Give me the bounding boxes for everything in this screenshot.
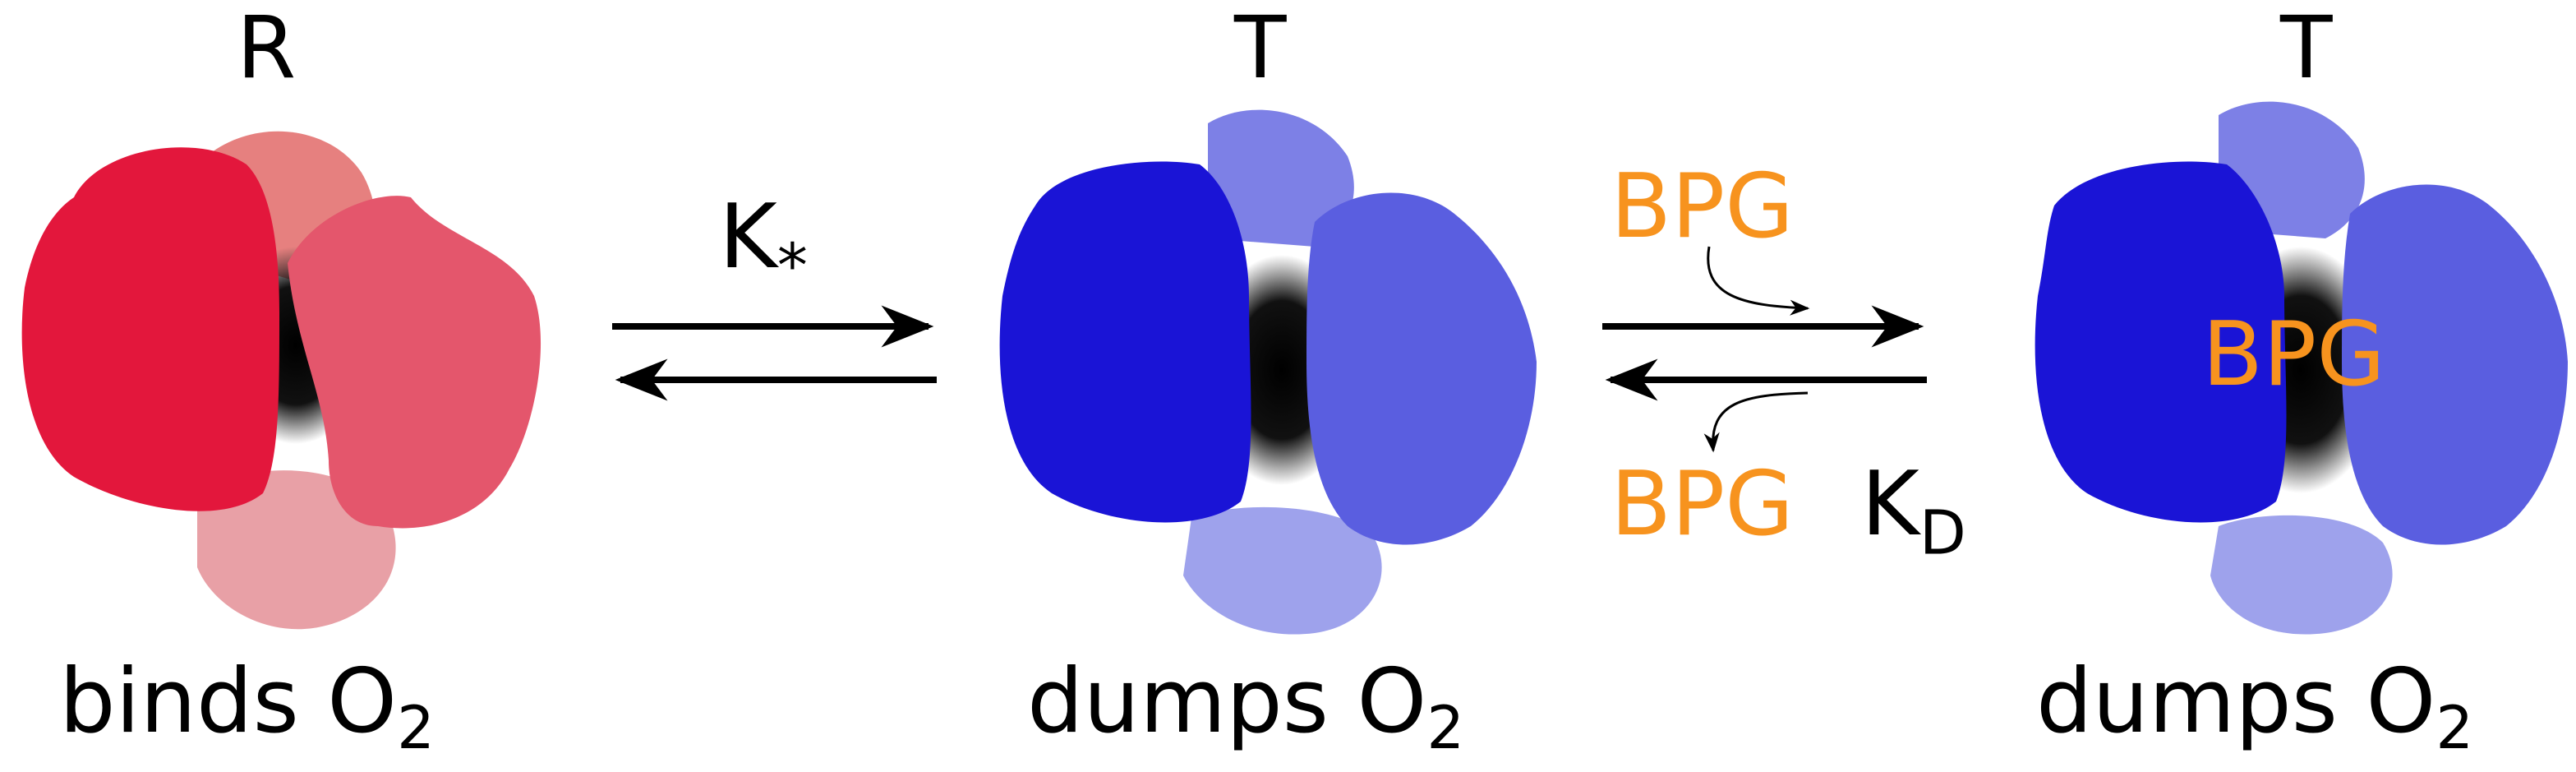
- function-caption-t-right-text: dumps O: [2036, 650, 2436, 753]
- state-label-t-middle: T: [1234, 0, 1287, 98]
- t1-top-subunit: [1208, 109, 1354, 247]
- k-d-main: K: [1861, 453, 1919, 556]
- k-star-sub: *: [776, 230, 808, 302]
- t1-bottom-subunit: [1183, 506, 1382, 635]
- k-star-label: K*: [719, 193, 808, 297]
- r-front-right-subunit: [288, 196, 541, 529]
- bpg-bound-label: BPG: [2202, 303, 2385, 406]
- t1-front-left-subunit: [999, 161, 1251, 523]
- t2-front-left-subunit: [2035, 161, 2287, 523]
- t2-bottom-subunit: [2210, 515, 2393, 635]
- bpg-in-label: BPG: [1611, 155, 1794, 258]
- function-caption-r: binds O2: [59, 658, 435, 758]
- function-caption-r-sub: 2: [397, 693, 435, 763]
- k-star-main: K: [719, 186, 777, 289]
- function-caption-r-text: binds O: [59, 650, 398, 753]
- function-caption-t-middle: dumps O2: [1027, 658, 1464, 758]
- k-d-label: KD: [1861, 460, 1966, 564]
- bpg-out-arrow: [1703, 391, 1809, 453]
- state-label-r: R: [237, 0, 297, 98]
- t2-front-right-subunit: [2342, 184, 2568, 545]
- protein-r-state: [21, 131, 541, 630]
- r-front-left-subunit: [21, 147, 280, 511]
- k-d-sub: D: [1919, 497, 1966, 569]
- bpg-in-arrow: [1707, 246, 1810, 316]
- function-caption-t-right-sub: 2: [2435, 693, 2474, 763]
- function-caption-t-right: dumps O2: [2036, 658, 2473, 758]
- bpg-out-label: BPG: [1611, 453, 1794, 556]
- function-caption-t-middle-text: dumps O: [1027, 650, 1427, 753]
- t1-front-right-subunit: [1306, 192, 1537, 545]
- equilibrium-arrows-2: [1602, 246, 1927, 453]
- protein-t-state-bpg: [2035, 101, 2568, 635]
- function-caption-t-middle-sub: 2: [1426, 693, 1465, 763]
- protein-t-state: [999, 109, 1537, 635]
- state-label-t-right: T: [2280, 0, 2333, 98]
- equilibrium-arrows-1: [612, 305, 937, 401]
